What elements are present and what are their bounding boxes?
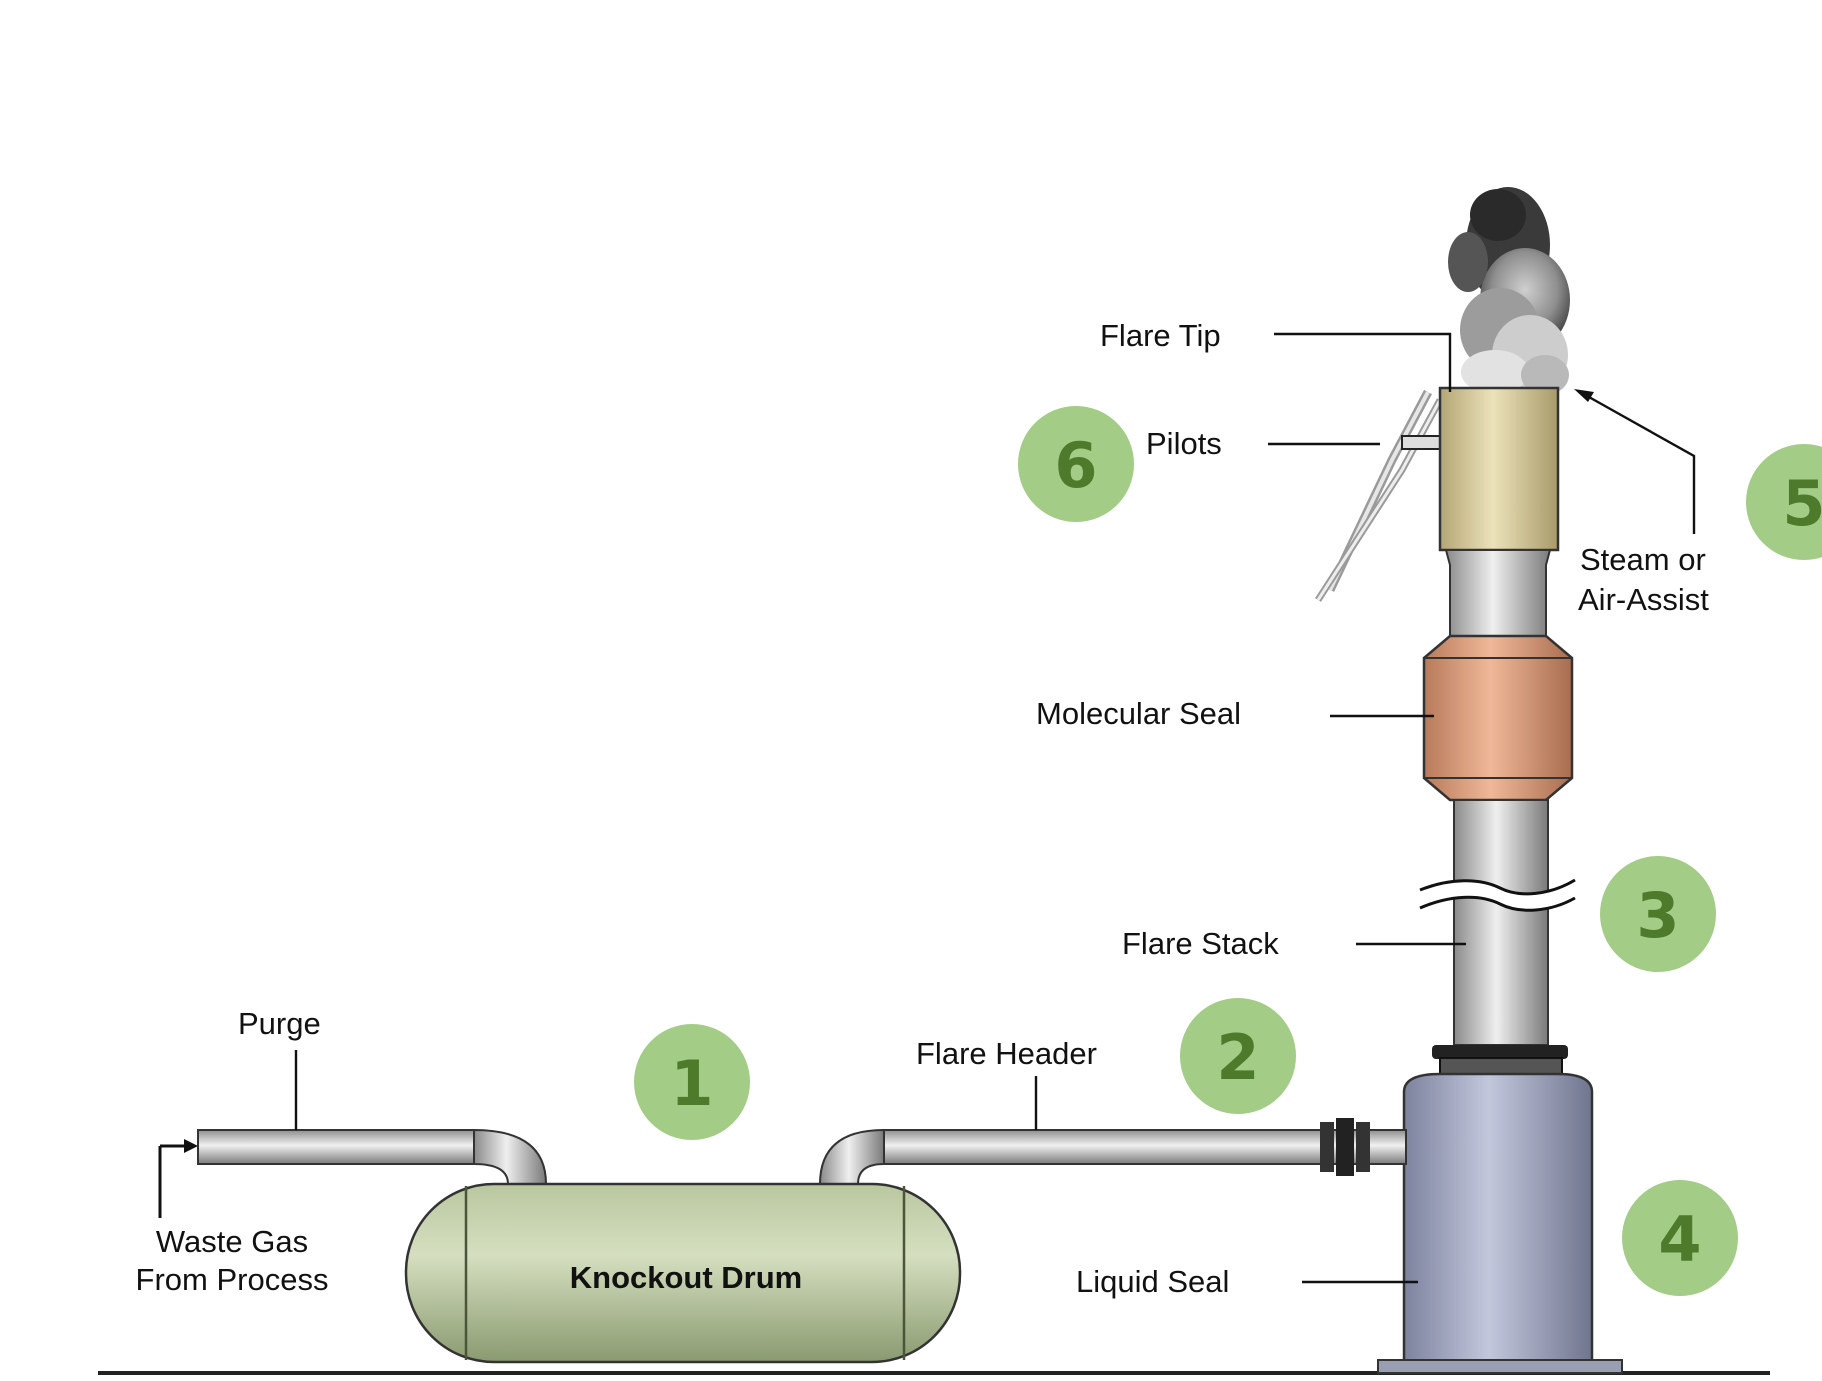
liquid-seal-vessel	[1402, 1072, 1594, 1364]
callout-4-number: 4	[1658, 1203, 1701, 1276]
callout-2-number: 2	[1216, 1021, 1259, 1094]
label-purge: Purge	[238, 1006, 321, 1041]
callout-4: 4	[1622, 1180, 1738, 1296]
callout-5-number: 5	[1782, 467, 1822, 540]
stack-flange	[1432, 1045, 1568, 1075]
callout-6: 6	[1018, 406, 1134, 522]
label-molecular-seal: Molecular Seal	[1036, 696, 1241, 731]
label-knockout-drum: Knockout Drum	[570, 1260, 803, 1295]
pilot-tubes	[1315, 389, 1444, 602]
callout-5: 5	[1746, 444, 1822, 560]
flare-header-pipe	[818, 1118, 1407, 1185]
callout-3-number: 3	[1636, 879, 1679, 952]
label-flare-stack: Flare Stack	[1122, 926, 1279, 961]
label-flare-tip: Flare Tip	[1100, 318, 1221, 353]
label-steam-line1: Steam or	[1580, 542, 1706, 577]
label-waste-gas-line1: Waste Gas	[156, 1224, 308, 1259]
label-flare-header: Flare Header	[916, 1036, 1097, 1071]
label-pilots: Pilots	[1146, 426, 1222, 461]
label-waste-gas-line2: From Process	[136, 1262, 329, 1297]
label-liquid-seal: Liquid Seal	[1076, 1264, 1229, 1299]
knockout-drum	[404, 1182, 962, 1364]
flare-stack-pipe	[1453, 799, 1549, 1046]
label-steam-line2: Air-Assist	[1578, 582, 1709, 617]
callout-2: 2	[1180, 998, 1296, 1114]
callout-6-number: 6	[1054, 429, 1097, 502]
flare-tip-section	[1438, 386, 1560, 552]
purge-pipe	[158, 1128, 548, 1218]
stack-break-mark	[1419, 878, 1576, 912]
stack-upper-pipe	[1444, 549, 1552, 637]
molecular-seal-section	[1422, 634, 1574, 802]
smoke-plume	[1448, 187, 1570, 395]
callout-1-number: 1	[670, 1047, 713, 1120]
callout-3: 3	[1600, 856, 1716, 972]
leader-lines	[294, 332, 1696, 1284]
callout-1: 1	[634, 1024, 750, 1140]
